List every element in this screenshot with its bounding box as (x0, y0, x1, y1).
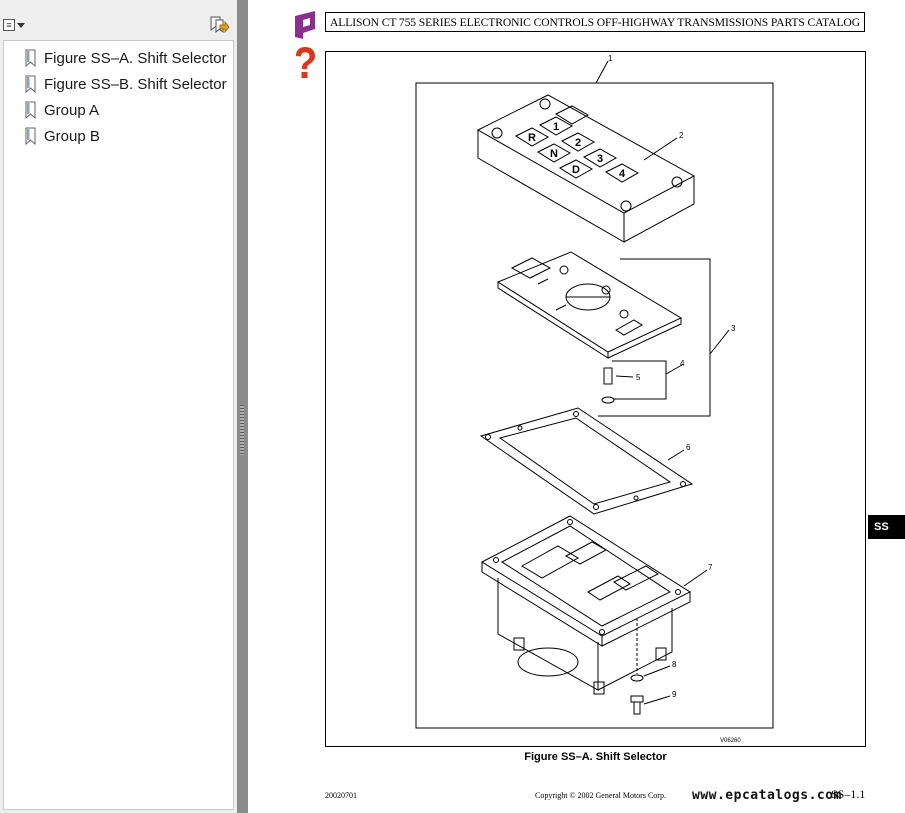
bookmarks-panel: ≡ Figure SS–A. Shift Selector Figure SS–… (0, 0, 238, 813)
catalog-title: ALLISON CT 755 SERIES ELECTRONIC CONTROL… (325, 12, 865, 32)
find-bookmark-icon (210, 16, 230, 34)
callout-number: 9 (672, 690, 677, 699)
callout-number: 5 (636, 373, 641, 382)
bookmark-tree: Figure SS–A. Shift Selector Figure SS–B.… (3, 40, 234, 810)
keypad-key: 4 (619, 168, 626, 180)
keypad-key: 2 (575, 137, 581, 149)
callout-number: 4 (680, 359, 685, 368)
bookmark-label: Group A (44, 101, 100, 119)
figure-code: V06260 (720, 738, 741, 744)
navigation-icon[interactable] (292, 10, 322, 40)
chevron-down-icon (17, 22, 25, 28)
bookmark-item[interactable]: Figure SS–B. Shift Selector (24, 73, 227, 95)
bookmark-label: Figure SS–A. Shift Selector (44, 49, 227, 67)
keypad-key: D (572, 164, 580, 176)
watermark: www.epcatalogs.com (692, 788, 842, 803)
bookmark-label: Figure SS–B. Shift Selector (44, 75, 227, 93)
keypad-key: 3 (597, 153, 603, 165)
panel-splitter[interactable] (237, 0, 248, 813)
bookmarks-toolbar: ≡ (0, 0, 237, 38)
callout-number: 3 (731, 324, 736, 333)
footer-copyright: Copyright © 2002 General Motors Corp. (535, 791, 666, 800)
keypad-key: 1 (553, 121, 559, 133)
bookmark-item[interactable]: Figure SS–A. Shift Selector (24, 47, 227, 69)
figure-frame: R N D 1 2 3 4 1 2 3 4 5 6 7 8 9 (325, 51, 866, 747)
options-menu-button[interactable]: ≡ (3, 16, 29, 34)
help-icon[interactable] (292, 46, 318, 82)
options-menu-icon: ≡ (3, 19, 15, 31)
bookmark-item[interactable]: Group A (24, 99, 99, 121)
find-bookmark-button[interactable] (208, 15, 230, 35)
section-tab[interactable]: SS (868, 515, 905, 539)
exploded-view-drawing: R N D 1 2 3 4 1 2 3 4 5 6 7 8 9 (415, 54, 774, 729)
keypad-key: R (528, 132, 536, 144)
callout-number: 8 (672, 660, 677, 669)
callout-number: 1 (608, 54, 613, 63)
figure-caption: Figure SS–A. Shift Selector (524, 751, 667, 763)
bookmark-icon (25, 49, 36, 67)
bookmark-icon (25, 101, 36, 119)
bookmark-item[interactable]: Group B (24, 125, 100, 147)
footer-date: 20020701 (325, 791, 357, 800)
callout-number: 2 (679, 131, 684, 140)
keypad-key: N (550, 148, 558, 160)
bookmark-icon (25, 127, 36, 145)
splitter-grip-icon[interactable] (240, 405, 244, 455)
page-number: SS–1.1 (831, 787, 866, 801)
callout-number: 6 (686, 443, 691, 452)
document-page: ALLISON CT 755 SERIES ELECTRONIC CONTROL… (248, 0, 905, 813)
bookmark-label: Group B (44, 127, 100, 145)
callout-number: 7 (708, 563, 713, 572)
bookmark-icon (25, 75, 36, 93)
